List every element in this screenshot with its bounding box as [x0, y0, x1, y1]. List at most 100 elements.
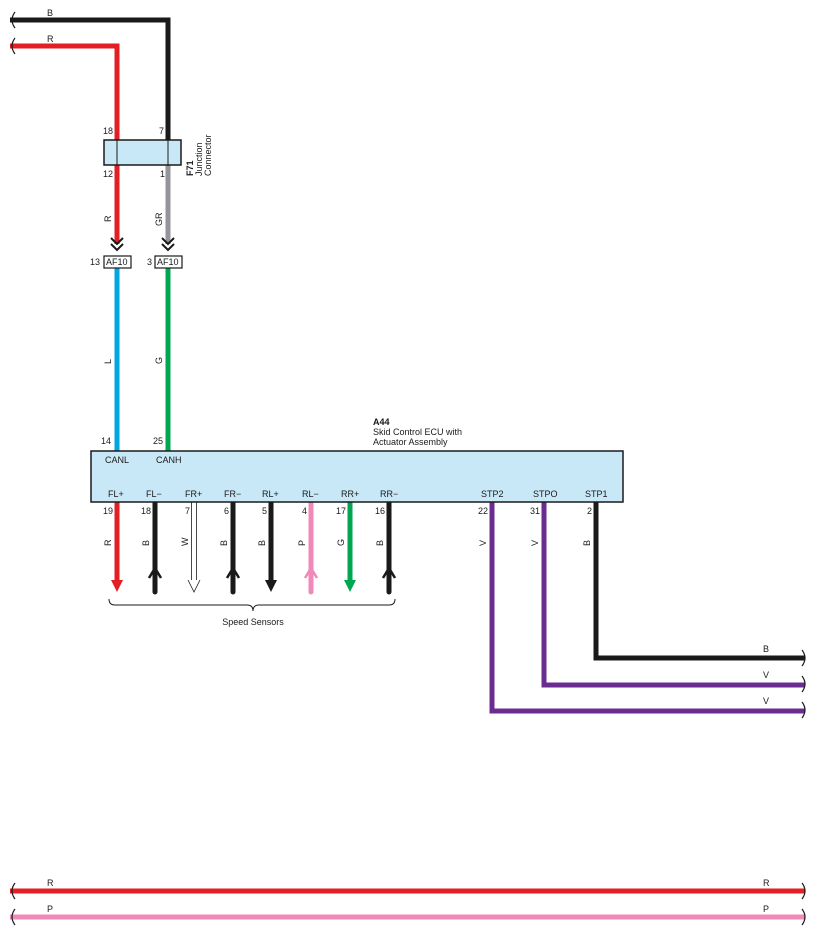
wire-label-v-right-2: V [763, 696, 769, 706]
pin-17: 17 [336, 506, 346, 516]
terminal-stpo: STPO [533, 489, 558, 499]
pin-5: 5 [262, 506, 267, 516]
wire-break-mark-bottom-left [11, 882, 16, 926]
wire-break-mark-right [801, 649, 806, 719]
wire-label-r-junction: R [103, 215, 113, 222]
arrow-down-icon [265, 580, 277, 592]
terminal-canl: CANL [105, 455, 129, 465]
wire-label-b-rrm: B [375, 540, 385, 546]
wire-label-gr-junction: GR [154, 212, 164, 226]
stop-wire-stpo [541, 502, 805, 688]
wire-label-r-flp: R [103, 539, 113, 546]
pin-18: 18 [141, 506, 151, 516]
wire-label-b-top: B [47, 8, 53, 18]
terminal-w-frp: FR+ [185, 489, 202, 499]
ecu-a44: A44 Skid Control ECU with Actuator Assem… [90, 417, 805, 714]
pin-18: 18 [103, 126, 113, 136]
connector-af10: AF10 AF10 13 3 L G [90, 237, 183, 451]
arrow-up-icon [147, 565, 163, 579]
junction-name-line1: Junction [194, 142, 204, 176]
terminal-r-flp: FL+ [108, 489, 124, 499]
bottom-wires: R R P P [10, 878, 806, 926]
pin-13: 13 [90, 257, 100, 267]
af10-box-left [103, 255, 132, 269]
af10-label-left: AF10 [106, 257, 128, 267]
terminal-b-rlp: RL+ [262, 489, 279, 499]
arrow-up-icon [225, 565, 241, 579]
pin-31: 31 [530, 506, 540, 516]
wire-label-p-rlm: P [297, 540, 307, 546]
terminal-stp1: STP1 [585, 489, 608, 499]
stop-light-labels: STP2 22V STPO 31V STP1 2B [478, 489, 608, 546]
ecu-name-line1: Skid Control ECU with [373, 427, 462, 437]
connector-chevron-left-icon [110, 237, 124, 252]
pin-6: 6 [224, 506, 229, 516]
pin-19: 19 [103, 506, 113, 516]
stop-light-wires [489, 502, 805, 714]
stop-wire-stp2 [489, 502, 805, 714]
terminal-b-rrm: RR− [380, 489, 398, 499]
arrow-down-icon [111, 580, 123, 592]
wire-label-b-rlp: B [257, 540, 267, 546]
wire-b-top [10, 17, 171, 140]
ecu-id: A44 [373, 417, 390, 427]
wire-break-mark-bottom-right [801, 882, 806, 926]
arrow-down-icon [344, 580, 356, 592]
speed-sensors-bracket [108, 598, 396, 612]
wire-label-r-bottom-right: R [763, 878, 770, 888]
pin-7: 7 [185, 506, 190, 516]
junction-id: F71 [185, 160, 195, 176]
pin-12: 12 [103, 169, 113, 179]
wire-label-b-frm: B [219, 540, 229, 546]
wire-label-stp1: B [582, 540, 592, 546]
wire-label-v-right-1: V [763, 670, 769, 680]
speed-sensors-group: Speed Sensors [108, 598, 396, 627]
speed-sensor-wires [111, 499, 397, 595]
terminal-b-flm: FL− [146, 489, 162, 499]
wire-label-g-rrp: G [336, 539, 346, 546]
wire-label-b-right: B [763, 644, 769, 654]
arrow-down-icon [187, 579, 201, 593]
wire-label-g: G [154, 357, 164, 364]
pin-1: 1 [160, 169, 165, 179]
wire-label-stpo: V [530, 540, 540, 546]
wire-label-r-top: R [47, 34, 54, 44]
wire-label-l: L [103, 359, 113, 364]
pin-14: 14 [101, 436, 111, 446]
wire-label-r-bottom-left: R [47, 878, 54, 888]
terminal-g-rrp: RR+ [341, 489, 359, 499]
af10-box-right [154, 255, 183, 269]
wire-break-mark [11, 11, 16, 55]
wire-label-stp2: V [478, 540, 488, 546]
terminal-p-rlm: RL− [302, 489, 319, 499]
af10-label-right: AF10 [157, 257, 179, 267]
top-wires: B R [10, 8, 171, 140]
pin-7: 7 [159, 126, 164, 136]
ecu-box [90, 450, 624, 503]
wire-label-b-flm: B [141, 540, 151, 546]
pin-25: 25 [153, 436, 163, 446]
terminal-canh: CANH [156, 455, 182, 465]
arrow-up-icon [381, 565, 397, 579]
terminal-stp2: STP2 [481, 489, 504, 499]
stop-wire-stp1 [593, 502, 805, 661]
speed-sensors-label: Speed Sensors [222, 617, 284, 627]
pin-3: 3 [147, 257, 152, 267]
wire-r-top [10, 43, 120, 140]
pin-22: 22 [478, 506, 488, 516]
junction-name-line2: Connector [203, 134, 213, 176]
pin-16: 16 [375, 506, 385, 516]
wire-label-p-bottom-right: P [763, 904, 769, 914]
junction-connector-box [103, 139, 182, 166]
terminal-b-frm: FR− [224, 489, 241, 499]
pin-4: 4 [302, 506, 307, 516]
wire-label-p-bottom-left: P [47, 904, 53, 914]
arrow-up-icon [303, 565, 319, 579]
junction-connector-f71: 18 7 12 1 F71 Junction Connector R GR [103, 126, 213, 244]
wire-label-w-frp: W [180, 537, 190, 546]
speed-sensor-labels: FL+ 19R FL− 18B FR+ 7W FR− 6B RL+ 5B RL− 4P RR+ 17G RR… [103, 489, 398, 546]
ecu-name-line2: Actuator Assembly [373, 437, 448, 447]
pin-2: 2 [587, 506, 592, 516]
right-wire-labels: B V V [763, 644, 806, 719]
